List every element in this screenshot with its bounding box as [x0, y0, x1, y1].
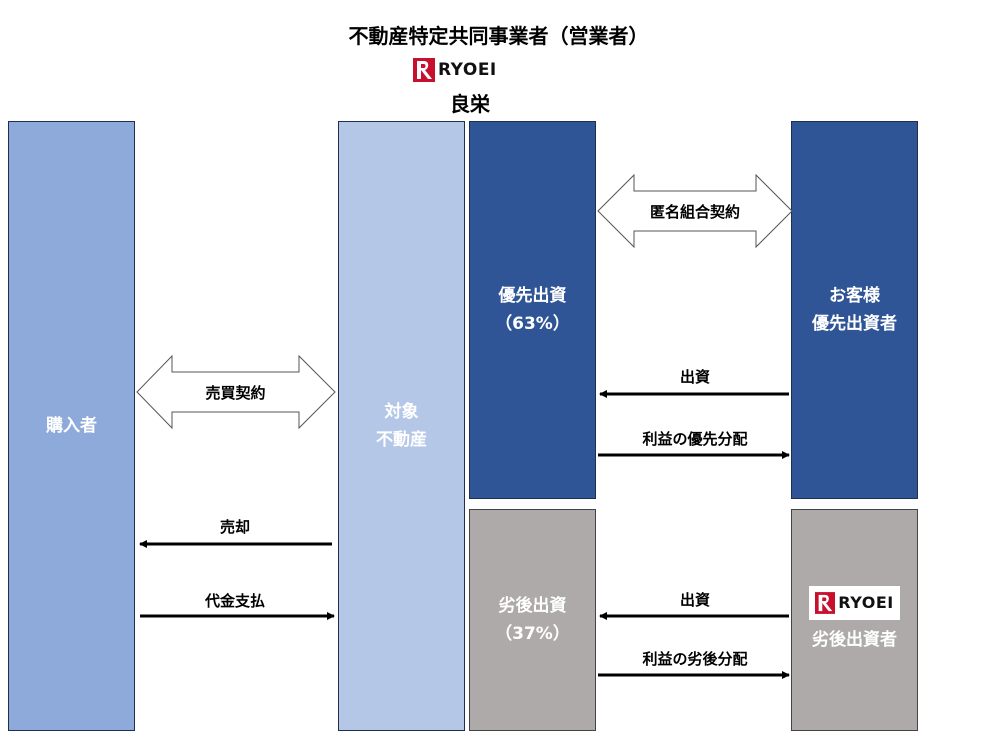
- preferred-investor-label: 優先出資者: [812, 314, 897, 334]
- preferred-investment-label: 優先出資: [498, 285, 567, 306]
- buyer-box: 購入者: [8, 121, 135, 731]
- payment-label: 代金支払: [204, 592, 265, 610]
- subordinate-investor-box: RYOEI 劣後出資者: [791, 509, 918, 731]
- buyer-label: 購入者: [46, 415, 97, 436]
- subordinate-investment-label: 劣後出資: [498, 595, 567, 616]
- profit-subordinate-label: 利益の劣後分配: [642, 650, 748, 668]
- sales-contract-label: 売買契約: [205, 384, 266, 402]
- subordinate-investment-ratio: （37%）: [495, 624, 570, 644]
- property-label-line2: 不動産: [376, 430, 427, 450]
- preferred-investment-ratio: （63%）: [495, 314, 570, 334]
- profit-preferred-label: 利益の優先分配: [642, 430, 748, 448]
- preferred-investment-box: 優先出資 （63%）: [469, 121, 596, 499]
- operator-name: 良栄: [450, 92, 490, 116]
- diagram-title: 不動産特定共同事業者（営業者）: [348, 24, 649, 48]
- customer-label: お客様: [829, 285, 880, 306]
- ryoei-logo-mark-icon: [815, 592, 836, 614]
- subordinate-investment-box: 劣後出資 （37%）: [469, 509, 596, 731]
- operator-logo: RYOEI: [413, 58, 497, 82]
- investment-preferred-label: 出資: [679, 368, 710, 386]
- property-label-line1: 対象: [384, 401, 419, 422]
- sale-label: 売却: [219, 518, 250, 536]
- ryoei-logo-mark-icon: [413, 58, 435, 82]
- tk-contract-double-arrow: [597, 173, 793, 249]
- subordinate-investor-label: 劣後出資者: [812, 630, 897, 651]
- investment-subordinate-label: 出資: [679, 591, 710, 609]
- property-box: 対象 不動産: [338, 121, 465, 731]
- subordinate-investor-logo: RYOEI: [809, 585, 900, 621]
- sales-contract-double-arrow: [136, 354, 336, 430]
- subordinate-investor-logo-text: RYOEI: [838, 592, 894, 612]
- tk-contract-label: 匿名組合契約: [649, 203, 740, 221]
- operator-logo-text: RYOEI: [438, 60, 497, 80]
- customer-preferred-investor-box: お客様 優先出資者: [791, 121, 918, 499]
